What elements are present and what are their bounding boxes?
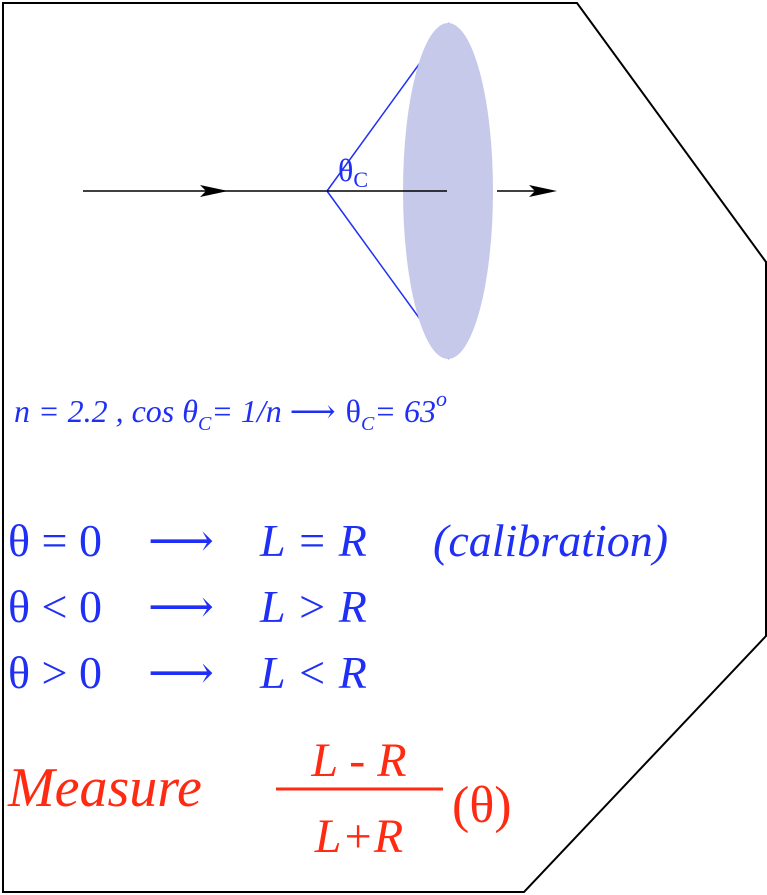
case-row: θ = 0 ⟶ L = R (calibration) xyxy=(8,515,668,566)
cone-angle-subscript: C xyxy=(353,167,368,192)
cherenkov-ring xyxy=(403,23,493,359)
case-arrow-icon: ⟶ xyxy=(148,581,214,632)
measure-word: Measure xyxy=(7,757,202,819)
fraction-denominator: L+R xyxy=(314,810,403,863)
outgoing-arrowhead-icon xyxy=(529,185,557,197)
case-row: θ > 0 ⟶ L < R xyxy=(8,647,367,698)
case-note: (calibration) xyxy=(433,515,668,566)
case-row: θ < 0 ⟶ L > R xyxy=(8,581,367,632)
measure-argument: (θ) xyxy=(452,777,512,834)
case-rhs: L < R xyxy=(259,647,367,698)
refraction-formula: n = 2.2 , cos θC= 1/n⟶θC= 63o xyxy=(14,386,447,435)
case-lhs: θ < 0 xyxy=(8,581,102,632)
incoming-arrowhead-icon xyxy=(200,185,228,197)
case-arrow-icon: ⟶ xyxy=(148,515,214,566)
case-rhs: L > R xyxy=(259,581,367,632)
case-lhs: θ = 0 xyxy=(8,515,102,566)
case-arrow-icon: ⟶ xyxy=(148,647,214,698)
measure-expression: Measure L - R L+R (θ) xyxy=(7,734,512,863)
case-lhs: θ > 0 xyxy=(8,647,102,698)
cone-angle-label: θC xyxy=(338,152,368,192)
case-rhs: L = R xyxy=(259,515,367,566)
fraction-numerator: L - R xyxy=(310,734,406,787)
